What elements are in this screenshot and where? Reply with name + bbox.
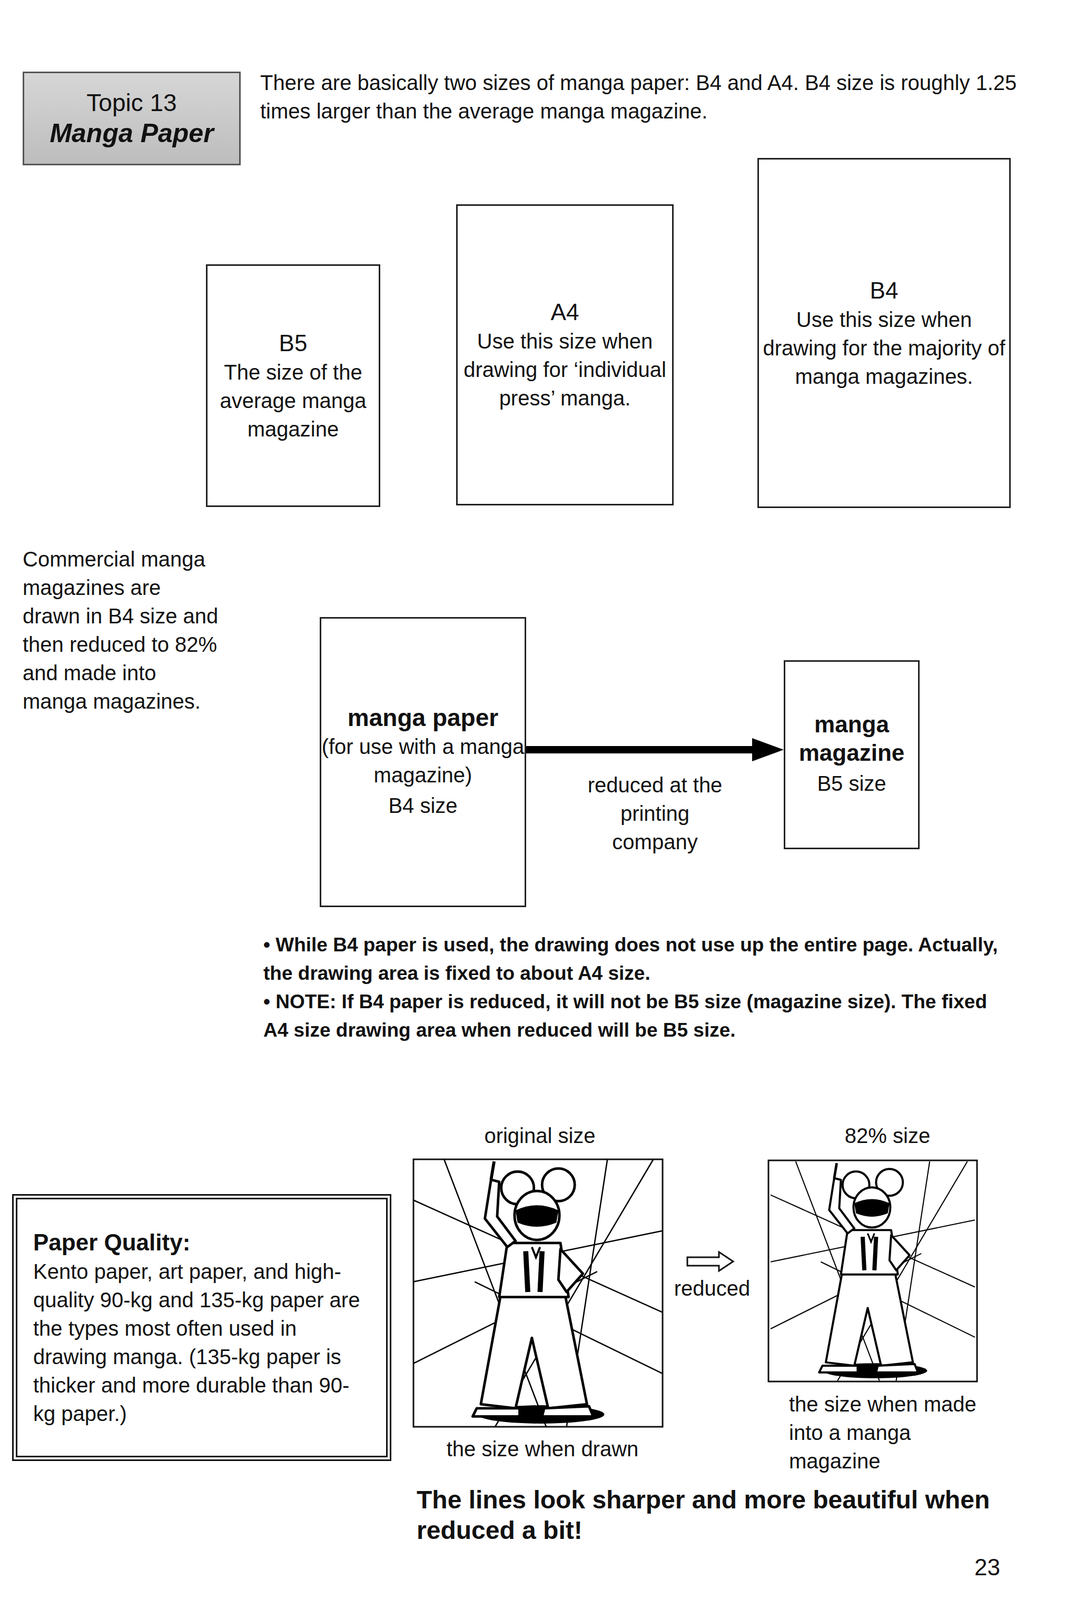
caption: the size when drawn	[426, 1435, 659, 1464]
page-number: 23	[974, 1553, 1038, 1583]
edge-label: reduced at the printing company	[576, 771, 735, 857]
box-text: B4 size	[388, 789, 458, 823]
box-heading: B5	[279, 328, 308, 359]
thick-arrow	[526, 738, 784, 762]
box-text: Use this size when drawing for ‘individu…	[457, 327, 673, 413]
box-heading: manga paper	[347, 703, 499, 733]
mouse-illustration	[413, 1159, 663, 1428]
box-text: B5 size	[816, 767, 886, 801]
box-heading: B4	[870, 275, 899, 306]
original-frame	[413, 1159, 663, 1428]
box-heading: Paper Quality:	[33, 1228, 191, 1258]
topic-box: Topic 13Manga Paper	[22, 71, 241, 166]
closing-note: The lines look sharper and more beautifu…	[416, 1485, 1023, 1547]
magazine-box: manga magazineB5 size	[783, 660, 920, 850]
box-heading: Topic 13	[86, 87, 177, 118]
paper-box: manga paper(for use with a manga magazin…	[319, 617, 527, 908]
box-text: Use this size when drawing for the major…	[758, 305, 1010, 391]
size-box: A4Use this size when drawing for ‘indivi…	[456, 204, 674, 506]
reduced-frame	[768, 1160, 978, 1383]
box-heading: A4	[550, 297, 580, 328]
size-box: B4Use this size when drawing for the maj…	[757, 158, 1011, 509]
box-text: Manga Paper	[49, 117, 214, 150]
bullet-note: • NOTE: If B4 paper is reduced, it will …	[263, 988, 1001, 1045]
intro-text: There are basically two sizes of manga p…	[260, 68, 1040, 126]
hollow-arrow	[687, 1252, 734, 1272]
box-text: (for use with a manga magazine)	[321, 732, 525, 790]
box-heading: manga magazine	[785, 710, 919, 768]
side-note: Commercial manga magazines are drawn in …	[22, 545, 223, 716]
caption: 82% size	[800, 1121, 975, 1151]
bullet-note: • While B4 paper is used, the drawing do…	[263, 931, 1001, 989]
caption: original size	[452, 1121, 627, 1151]
box-text: Kento paper, art paper, and high-quality…	[33, 1257, 371, 1429]
box-text: The size of the average manga magazine	[207, 358, 379, 444]
mouse-illustration-small	[770, 1161, 975, 1382]
size-box: B5The size of the average manga magazine	[205, 264, 381, 508]
paper-quality-box: Paper Quality:Kento paper, art paper, an…	[12, 1194, 392, 1462]
caption: the size when made into a manga magazine	[788, 1390, 1000, 1476]
arrow-label: reduced	[664, 1274, 760, 1304]
